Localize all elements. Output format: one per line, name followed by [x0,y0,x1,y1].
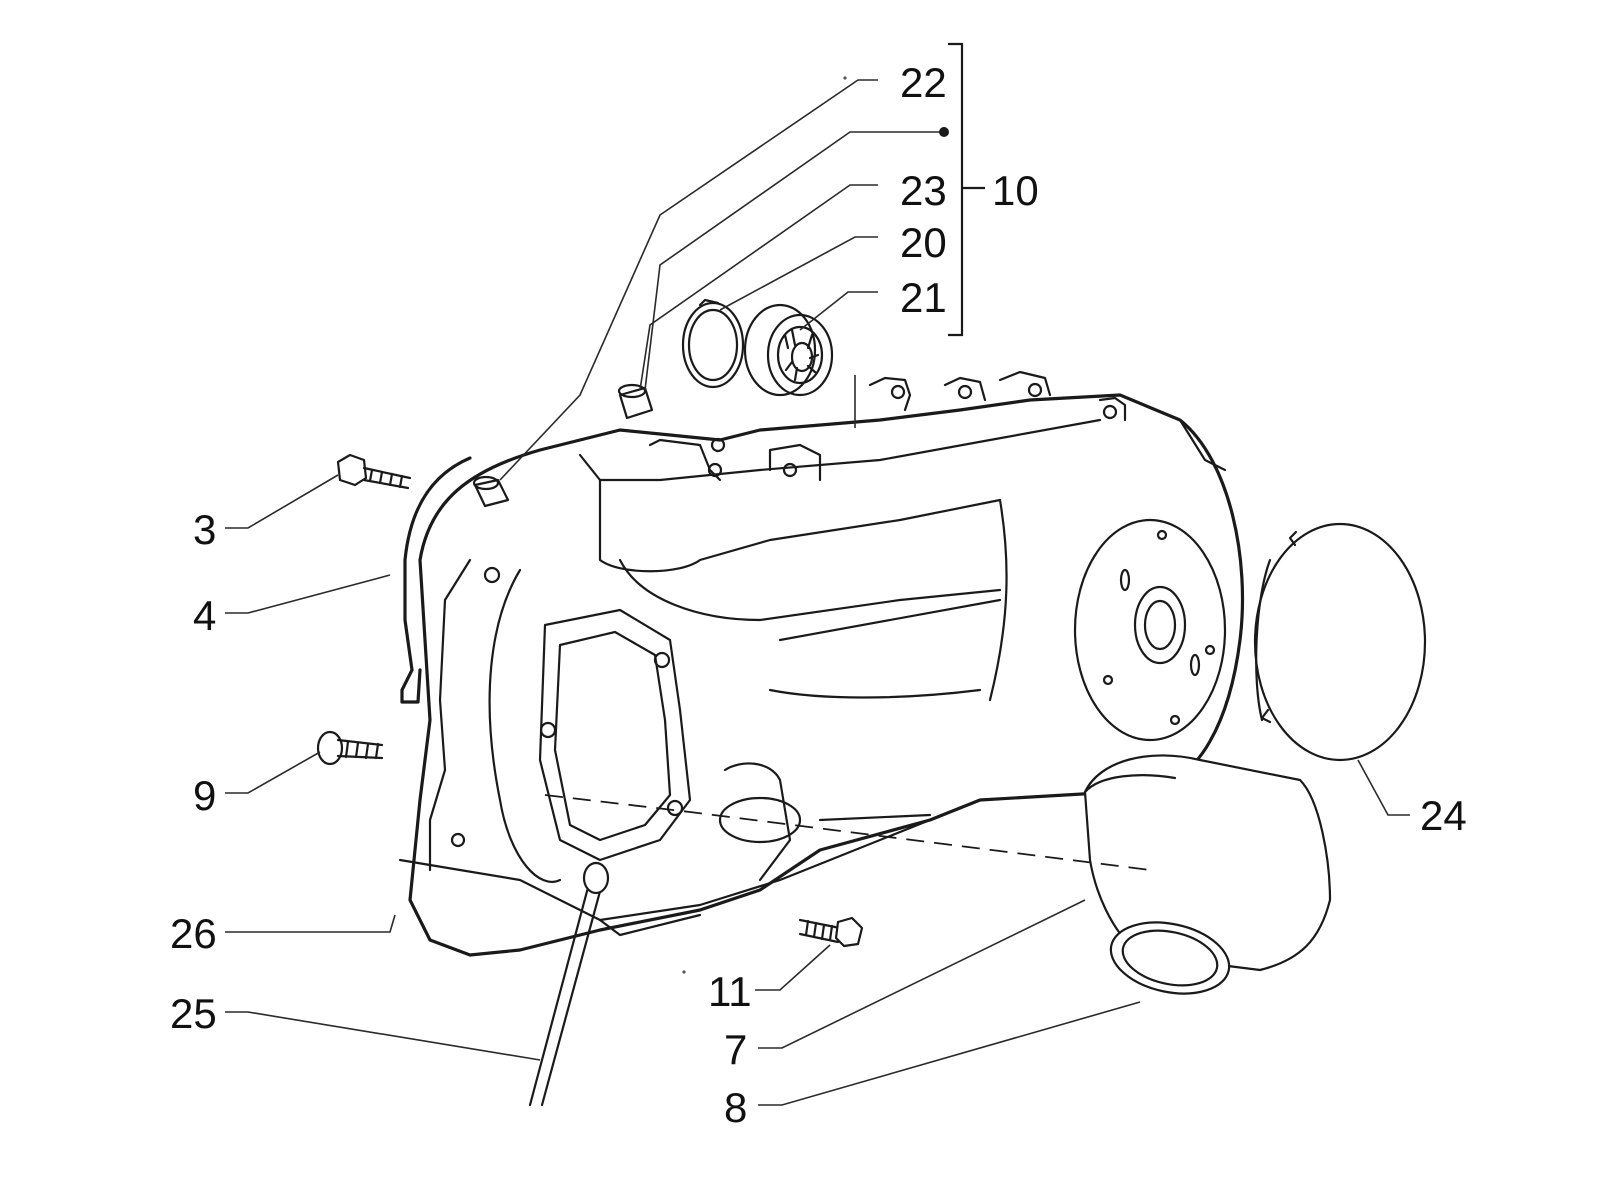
duct-mouth-part-8 [1109,921,1231,995]
leader-lines [225,79,1410,1106]
callout-25: 25 [170,990,217,1037]
cover-plate-part-24 [1253,522,1427,762]
circlip-part-20 [681,298,745,389]
callout-4: 4 [193,592,216,639]
screw-part-9 [316,730,384,766]
axis-center-line [544,794,1151,871]
callout-3: 3 [193,506,216,553]
callout-21: 21 [900,274,947,321]
gasket-seal [400,456,472,704]
callout-26: 26 [170,910,217,957]
air-duct-part-7 [1083,754,1332,972]
callout-23: 23 [900,167,947,214]
stray-dot [682,970,686,974]
callout-9: 9 [193,772,216,819]
screw-part-11 [798,916,864,948]
callout-22: 22 [900,59,947,106]
callout-11: 11 [708,968,752,1015]
transmission-cover [398,370,1245,957]
callout-8: 8 [724,1084,747,1131]
screw-part-3 [336,453,412,490]
group-bracket [948,42,964,337]
reference-dot [939,127,949,137]
dowel-pin-upper [617,383,654,420]
dowel-pin-lower [472,475,510,508]
callout-20: 20 [900,219,947,266]
callout-10: 10 [992,167,1039,214]
bearing-part-21 [743,303,834,397]
rod-part-25 [528,861,610,1107]
callout-7: 7 [724,1026,747,1073]
stray-dot [843,76,847,80]
callout-24: 24 [1420,792,1467,839]
